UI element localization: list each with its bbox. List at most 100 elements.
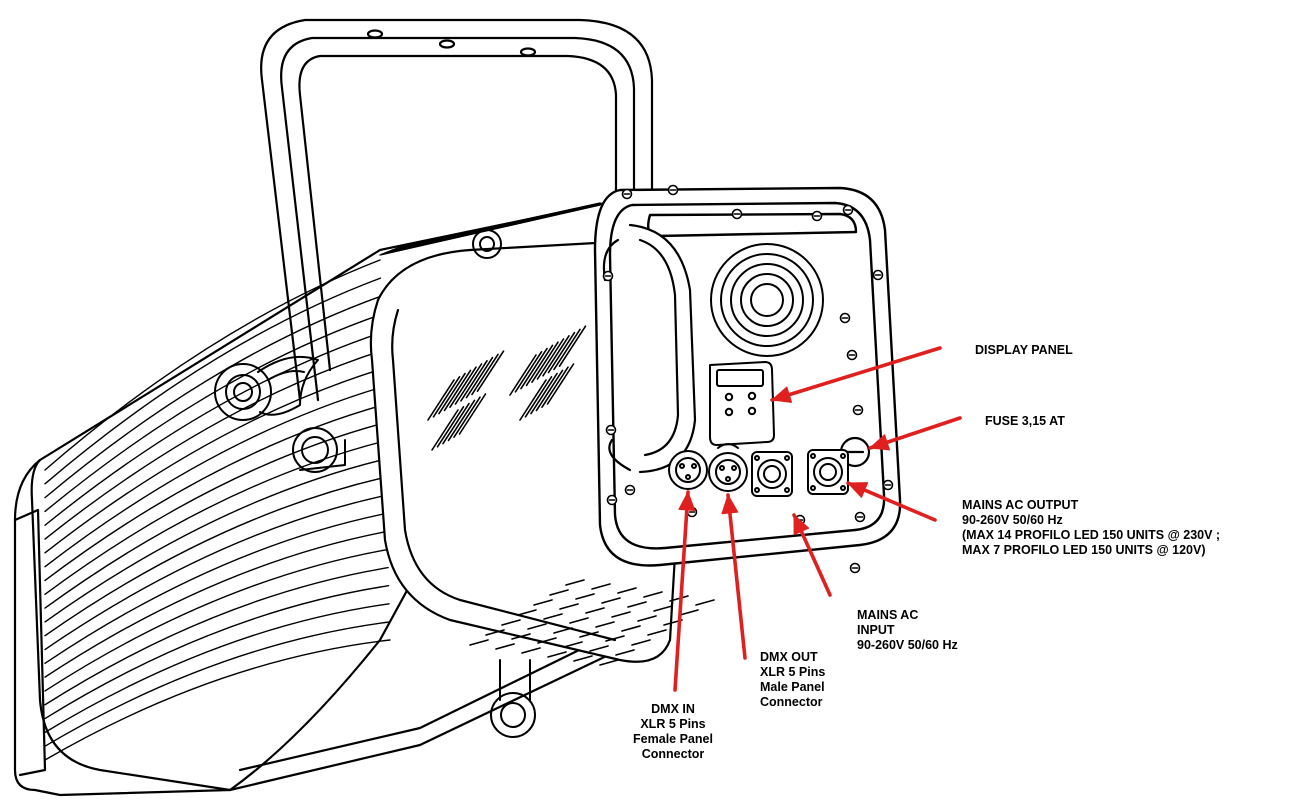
arrow-mains-input xyxy=(792,513,832,597)
vent-slot xyxy=(559,603,579,610)
vent-slot xyxy=(449,366,477,409)
vent-slot xyxy=(520,347,548,390)
vent-slot xyxy=(569,617,589,624)
label-line: 90-260V 50/60 Hz xyxy=(962,513,1063,527)
vent-slot xyxy=(535,369,564,412)
vent-slot xyxy=(591,583,611,590)
arrow-shaft xyxy=(673,490,690,692)
fin-line xyxy=(44,548,389,692)
arrow-head xyxy=(721,494,739,515)
fin-line xyxy=(44,295,382,499)
label-dmx-in: DMX IN XLR 5 Pins Female Panel Connector xyxy=(618,702,728,762)
label-line: Female Panel xyxy=(633,732,713,746)
fin-line xyxy=(44,277,382,485)
arrow-dmx-out xyxy=(721,493,747,660)
arrow-mains-output xyxy=(846,481,937,522)
vent-slot xyxy=(521,647,541,654)
display-button[interactable] xyxy=(724,407,734,417)
dmx-out-connector[interactable] xyxy=(708,443,748,492)
fin-line xyxy=(44,404,385,582)
fin-line xyxy=(44,603,390,734)
vent-slot xyxy=(442,402,470,445)
fin-line xyxy=(399,202,601,248)
display-button[interactable] xyxy=(724,392,734,402)
vent-slot xyxy=(431,409,459,451)
vent-slot xyxy=(542,334,570,377)
vent-slot xyxy=(458,393,487,435)
display-panel[interactable] xyxy=(709,361,775,446)
vent-slot xyxy=(476,350,505,393)
yoke-bracket xyxy=(260,18,654,402)
mains-ac-input-connector[interactable] xyxy=(751,451,793,497)
panel-screws xyxy=(602,184,894,574)
vent-slot xyxy=(627,601,647,608)
vent-slot xyxy=(546,363,575,405)
fin-line xyxy=(44,313,383,513)
vent-slot xyxy=(543,613,563,620)
label-line: Connector xyxy=(641,747,705,761)
fin-line xyxy=(44,512,388,665)
vent-slot xyxy=(695,599,715,606)
mains-ac-output-connector[interactable] xyxy=(807,449,849,495)
vent-slot xyxy=(536,338,565,380)
vent-slot xyxy=(436,405,465,448)
arrow-head xyxy=(847,482,869,498)
cooling-fan xyxy=(710,243,824,357)
label-line: (MAX 14 PROFILO LED 150 UNITS @ 230V ; xyxy=(962,528,1221,542)
vent-slot xyxy=(615,649,635,656)
bottom-vent-grid xyxy=(469,579,715,666)
panel-handle[interactable] xyxy=(602,223,697,474)
vent-slot xyxy=(601,597,621,604)
label-line: XLR 5 Pins xyxy=(640,717,706,731)
fin-line xyxy=(44,349,384,540)
arrow-head xyxy=(793,514,810,536)
vent-slot xyxy=(553,328,581,371)
display-button[interactable] xyxy=(747,406,757,416)
vent-slot xyxy=(541,366,569,409)
arrow-fuse xyxy=(868,416,962,451)
vent-slot xyxy=(495,643,515,650)
label-line: DISPLAY PANEL xyxy=(975,343,1073,357)
mounting-ring xyxy=(292,229,536,738)
vent-slot xyxy=(533,599,553,606)
label-display-panel: DISPLAY PANEL xyxy=(975,343,1073,358)
label-mains-ac-output: MAINS AC OUTPUT 90-260V 50/60 Hz (MAX 14… xyxy=(962,498,1220,558)
vent-slot xyxy=(563,641,583,648)
vent-slot xyxy=(443,369,472,412)
vent-slot xyxy=(631,639,651,646)
vent-slot xyxy=(647,629,667,636)
display-screen xyxy=(716,369,764,387)
label-fuse: FUSE 3,15 AT xyxy=(985,414,1065,429)
dmx-in-connector[interactable] xyxy=(668,450,708,490)
label-line: FUSE 3,15 AT xyxy=(985,414,1065,428)
vent-slot xyxy=(509,354,537,396)
vent-slot xyxy=(553,627,573,634)
vent-slot xyxy=(653,605,673,612)
vent-slot xyxy=(637,615,657,622)
yoke-knob[interactable] xyxy=(214,355,319,421)
vent-slot xyxy=(485,629,505,636)
arrow-shaft xyxy=(726,493,747,660)
vent-slot xyxy=(547,331,576,374)
display-button[interactable] xyxy=(747,391,757,401)
callout-arrows xyxy=(673,346,962,692)
vent-slot xyxy=(460,359,488,402)
fin-line xyxy=(44,639,391,761)
fin-line xyxy=(44,367,384,554)
label-line: DMX OUT xyxy=(760,650,818,664)
vent-slot xyxy=(519,379,547,421)
arrow-head xyxy=(678,491,696,511)
vent-slot xyxy=(514,350,543,393)
cooling-fins xyxy=(44,202,601,761)
label-dmx-out: DMX OUT XLR 5 Pins Male Panel Connector xyxy=(760,650,825,710)
vent-slot xyxy=(537,637,557,644)
arrow-display-panel xyxy=(770,346,942,403)
vent-slot xyxy=(643,591,663,598)
label-line: 90-260V 50/60 Hz xyxy=(857,638,958,652)
vent-slot xyxy=(579,631,599,638)
label-line: Connector xyxy=(760,695,823,709)
fin-line xyxy=(44,530,388,678)
arrow-head xyxy=(869,434,891,451)
vent-slots xyxy=(427,325,587,451)
vent-slot xyxy=(605,635,625,642)
